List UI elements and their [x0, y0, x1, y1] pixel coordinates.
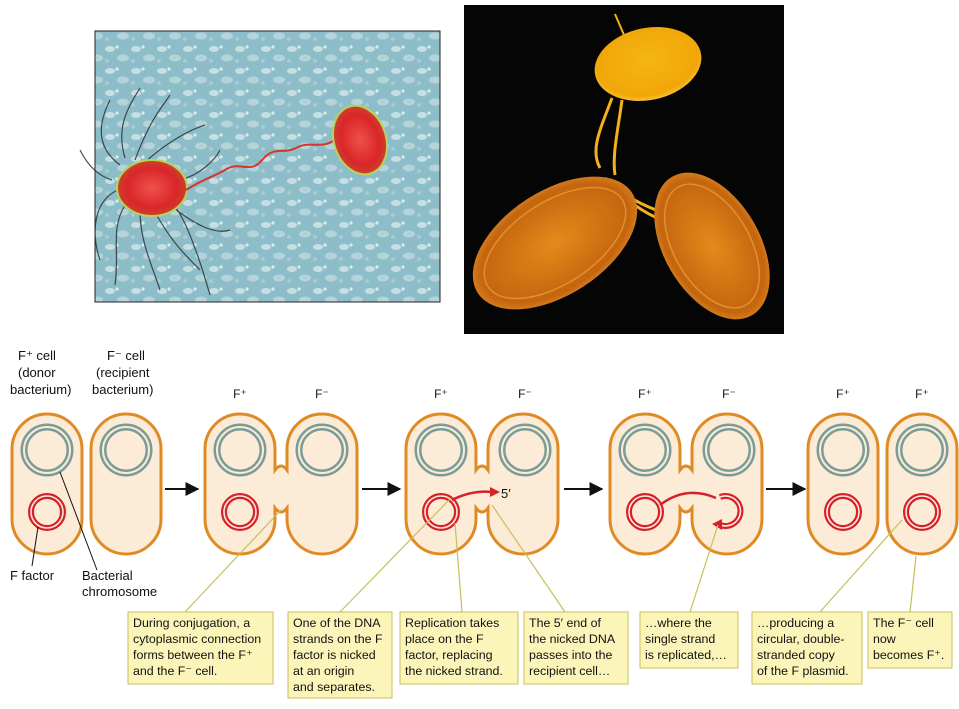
stage2-left-tag: F⁺	[233, 387, 247, 401]
callout-5: …where the single strand is replicated,…	[639, 611, 739, 669]
stage4-left-tag: F⁺	[638, 387, 652, 401]
stage-4: F⁺ F⁻	[608, 387, 764, 556]
callout-4-text: The 5′ end of the nicked DNA passes into…	[529, 616, 618, 678]
callout-3-text: Replication takes place on the F factor,…	[405, 616, 503, 678]
stage4-right-tag: F⁻	[722, 387, 736, 401]
callout-leaders	[184, 497, 917, 613]
callout-5-text: …where the single strand is replicated,…	[645, 616, 727, 662]
pilus-bridge	[185, 139, 336, 191]
callout-3: Replication takes place on the F factor,…	[399, 611, 519, 685]
recipient-cell-image	[332, 104, 388, 176]
recipient-cell	[89, 412, 163, 556]
micrograph-left	[79, 30, 441, 303]
bacterial-chromosome-label: Bacterial chromosome	[82, 568, 157, 599]
stage5-right-tag: F⁺	[915, 387, 929, 401]
callout-1: During conjugation, a cytoplasmic connec…	[127, 611, 274, 685]
left-cell-image	[472, 176, 638, 310]
callout-6: …producing a circular, double- stranded …	[751, 611, 863, 685]
stage-1: F⁺ cell (donor bacterium) F⁻ cell (recip…	[10, 348, 163, 599]
stage-5: F⁺ F⁺	[806, 387, 959, 556]
right-cell-image	[654, 172, 770, 320]
mating-pair	[203, 412, 359, 556]
stage-2: F⁺ F⁻	[203, 387, 359, 556]
callout-7-text: The F⁻ cell now becomes F⁺.	[873, 616, 944, 662]
stage3-right-tag: F⁻	[518, 387, 532, 401]
recipient-label: F⁻ cell (recipient bacterium)	[92, 348, 153, 397]
stage3-left-tag: F⁺	[434, 387, 448, 401]
donor-label: F⁺ cell (donor bacterium)	[10, 348, 71, 397]
callout-4: The 5′ end of the nicked DNA passes into…	[523, 611, 629, 685]
donor-cell	[10, 412, 84, 556]
donor-cell-image	[116, 159, 188, 217]
f-factor-label: F factor	[10, 568, 55, 583]
callout-1-text: During conjugation, a cytoplasmic connec…	[133, 616, 265, 678]
callout-2: One of the DNA strands on the F factor i…	[287, 611, 393, 699]
five-prime-label: 5′	[501, 486, 511, 501]
callout-6-text: …producing a circular, double- stranded …	[757, 616, 849, 678]
upper-cell-image	[594, 27, 702, 101]
stage-3: F⁺ F⁻ 5′	[404, 387, 560, 556]
micrograph-right	[464, 5, 784, 334]
stage2-right-tag: F⁻	[315, 387, 329, 401]
callout-2-text: One of the DNA strands on the F factor i…	[293, 616, 386, 694]
stage5-left-tag: F⁺	[836, 387, 850, 401]
callout-7: The F⁻ cell now becomes F⁺.	[867, 611, 953, 669]
